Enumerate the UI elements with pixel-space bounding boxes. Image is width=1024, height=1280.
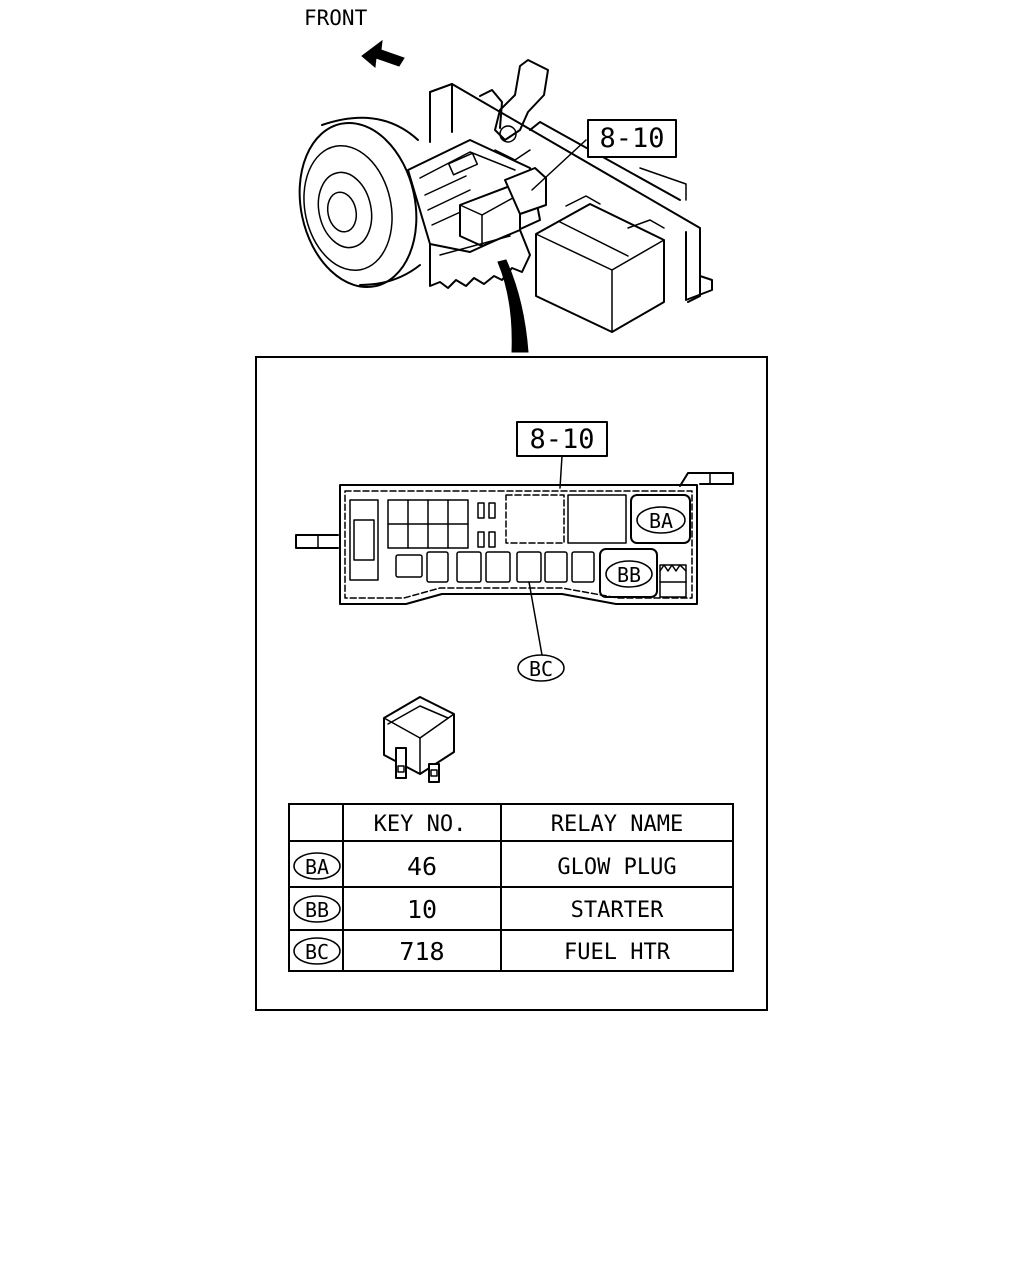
relay-table: KEY NO. RELAY NAME BA 46 GLOW PLUG BB 10… [288, 803, 734, 972]
bc-marker: BC [517, 654, 565, 682]
detail-callout-box: 8-10 [516, 421, 608, 489]
relay-component-drawing [383, 696, 455, 783]
table-row: BA 46 GLOW PLUG [293, 852, 677, 881]
relay-box-top-view: BA BB [295, 472, 734, 605]
row-key-no: 46 [407, 852, 437, 881]
location-callout-label: 8-10 [599, 123, 664, 154]
header-key-no: KEY NO. [374, 812, 467, 837]
row-key-no: 718 [399, 937, 444, 966]
row-code: BA [305, 855, 329, 879]
row-relay-name: STARTER [571, 898, 664, 923]
table-row: BB 10 STARTER [293, 895, 664, 924]
frame-rail-drawing [429, 83, 713, 303]
header-relay-name: RELAY NAME [551, 812, 683, 837]
row-relay-name: FUEL HTR [564, 940, 671, 965]
detail-callout-label: 8-10 [529, 424, 594, 455]
relay-marker-ba: BA [649, 509, 673, 533]
row-relay-name: GLOW PLUG [557, 855, 676, 880]
relay-slot-bc [516, 551, 542, 583]
battery-drawing [535, 195, 665, 333]
engine-mount-drawing [479, 59, 549, 161]
wheel-drawing [298, 116, 421, 289]
table-header-row: KEY NO. RELAY NAME [374, 812, 684, 837]
detail-panel-frame [255, 356, 768, 1011]
bc-leader-line [528, 581, 543, 656]
row-key-no: 10 [407, 895, 437, 924]
location-callout-leader [531, 139, 587, 191]
table-row: BC 718 FUEL HTR [293, 937, 671, 966]
front-arrow-icon [361, 39, 405, 68]
relay-slot-ba [630, 494, 691, 544]
front-direction-indicator: FRONT [304, 6, 405, 68]
front-label: FRONT [304, 6, 368, 30]
relay-slot-bb [599, 548, 658, 598]
row-code: BB [305, 898, 329, 922]
location-callout-box: 8-10 [587, 119, 677, 158]
vehicle-overview-drawing: 8-10 [298, 59, 713, 353]
relay-marker-bc: BC [529, 657, 553, 681]
relay-box-location-drawing [407, 139, 547, 289]
row-code: BC [305, 940, 329, 964]
detail-zoom-pointer [497, 259, 529, 353]
relay-marker-bb: BB [617, 563, 641, 587]
